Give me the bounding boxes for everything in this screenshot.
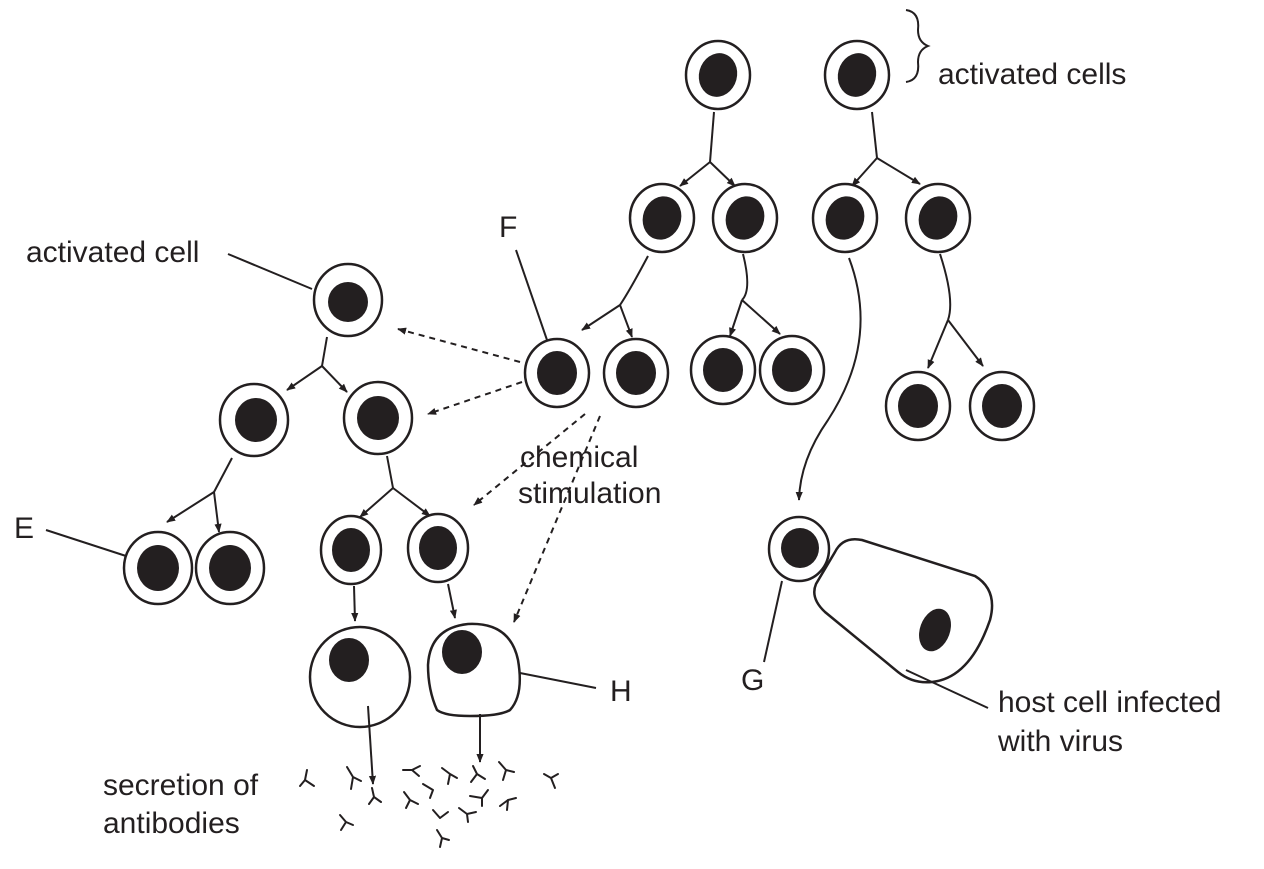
cell-row3-2 [602,337,670,409]
cell-right-lower-1 [884,370,952,442]
division-left-activated [286,336,348,393]
label-E: E [14,512,34,545]
dashed-arrow-3 [473,413,586,506]
cell-row2-3 [811,182,879,254]
division-row2-4 [927,253,984,369]
leader-F [515,249,548,341]
dashed-arrow-1 [397,327,521,363]
cell-F [523,337,591,409]
host-cell-label-line1: host cell infected [998,686,1221,719]
cell-left-row2-1 [218,382,290,458]
dashed-arrow-2 [427,381,523,415]
cell-pre-plasma-2 [406,512,470,584]
label-F: F [499,211,517,244]
activated-cells-brace [905,9,931,83]
cell-row2-4 [904,182,972,254]
division-left-row2-1 [166,457,233,533]
division-left-row2-2 [359,455,431,518]
division-top-left [679,111,736,187]
leader-G [763,580,783,663]
activated-cell-top-left [684,39,752,111]
cell-right-lower-2 [968,370,1036,442]
activated-cell-label: activated cell [26,236,199,269]
arrow-to-plasma-1 [351,585,359,622]
activated-cell-left [312,262,384,338]
host-cell-label-line2: with virus [997,725,1123,758]
arrow-antibody-1 [367,705,377,785]
leader-E [45,529,127,557]
cell-row2-1 [628,182,696,254]
arrow-to-plasma-2 [447,583,457,619]
arrow-to-G [795,257,862,501]
leader-host-cell [905,669,989,709]
secretion-line1: secretion of [103,769,259,802]
cell-row3-4 [758,334,826,406]
plasma-cell-H [426,622,521,718]
secretion-line2: antibodies [103,807,240,840]
leader-H [519,672,597,689]
chemical-stimulation-line1: chemical [520,441,638,474]
activated-cells-label: activated cells [938,58,1126,91]
leader-activated-cell [227,253,313,290]
label-G: G [741,664,764,697]
cell-row3-3 [689,334,757,406]
cell-pre-plasma-1 [319,514,383,586]
cell-row2-2 [711,182,779,254]
cell-left-row2-2 [342,380,414,456]
plasma-cell-1 [308,625,412,729]
cell-E-2 [194,530,266,606]
dashed-arrow-4 [513,415,601,623]
label-H: H [610,675,632,708]
division-row2-2 [729,253,781,337]
activated-cell-top-right [823,39,891,111]
cell-E-1 [122,530,194,606]
host-cell [813,538,994,684]
antibodies [299,761,559,848]
chemical-stimulation-line2: stimulation [518,477,661,510]
division-row2-1 [581,255,649,338]
division-top-right [851,111,921,187]
cell-G [767,515,831,583]
